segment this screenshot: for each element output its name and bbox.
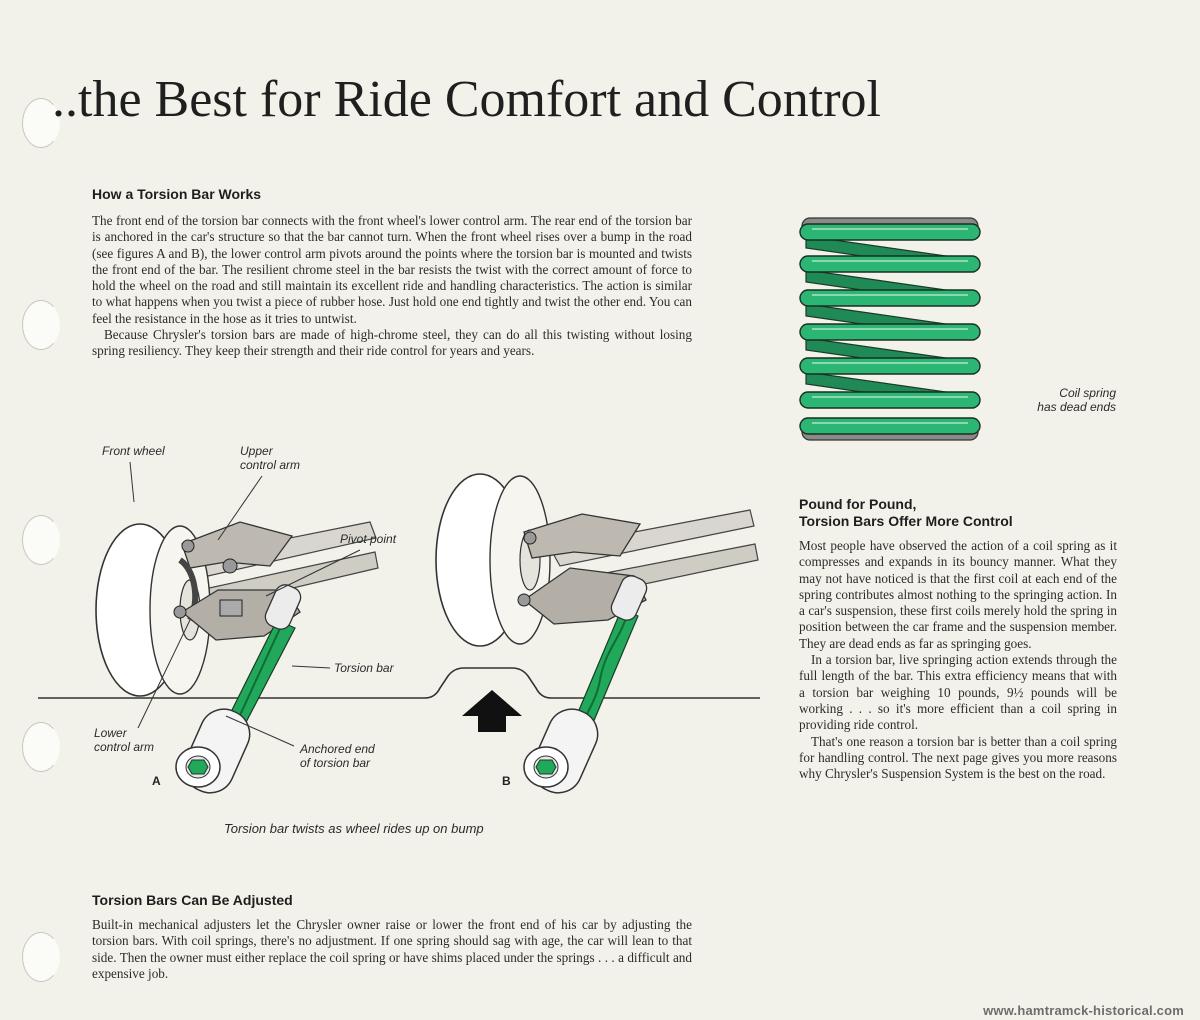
section-heading: Torsion Bars Offer More Control: [799, 513, 1013, 529]
binder-hole: [22, 515, 60, 565]
up-arrow-icon: [462, 690, 522, 732]
diagram-caption: Torsion bar twists as wheel rides up on …: [224, 821, 484, 836]
label-line: Lower: [94, 726, 127, 740]
paragraph: The front end of the torsion bar connect…: [92, 213, 692, 326]
label-torsion-bar: Torsion bar: [334, 661, 394, 675]
section-heading: How a Torsion Bar Works: [92, 186, 262, 202]
paragraph: Because Chrysler's torsion bars are made…: [92, 327, 692, 359]
paragraph: In a torsion bar, live springing action …: [799, 652, 1117, 733]
section-pound-for-pound: Pound for Pound, Torsion Bars Offer More…: [799, 496, 1117, 782]
label-line: of torsion bar: [300, 756, 371, 770]
coil-spring-illustration: [799, 217, 981, 441]
binder-hole: [22, 722, 60, 772]
section-heading: Torsion Bars Can Be Adjusted: [92, 892, 293, 908]
section-heading: Pound for Pound,: [799, 496, 917, 512]
label-line: Anchored end: [300, 742, 375, 756]
label-line: control arm: [94, 740, 155, 754]
paragraph: Most people have observed the action of …: [799, 538, 1117, 651]
torsion-bar-diagram: [38, 461, 760, 794]
coil-spring-caption: Coil spring has dead ends: [1024, 386, 1116, 414]
label-line: control arm: [240, 458, 301, 472]
figure-a: [95, 461, 379, 794]
label-front-wheel: Front wheel: [102, 444, 165, 458]
label-pivot-point: Pivot point: [340, 532, 397, 546]
binder-hole: [22, 300, 60, 350]
caption-line: Coil spring: [1059, 386, 1116, 400]
binder-hole: [22, 98, 60, 148]
page-title: ..the Best for Ride Comfort and Control: [52, 71, 882, 128]
caption-line: has dead ends: [1037, 400, 1116, 414]
figure-label-a: A: [152, 774, 161, 788]
label-upper-arm: Upper control arm: [240, 444, 300, 472]
binder-hole: [22, 932, 60, 982]
label-lower-arm: Lower control arm: [94, 726, 154, 754]
road-line: [38, 667, 760, 699]
footer-url: www.hamtramck-historical.com: [983, 1003, 1184, 1018]
section-adjustable: Torsion Bars Can Be Adjusted Built-in me…: [92, 892, 692, 982]
paragraph: That's one reason a torsion bar is bette…: [799, 733, 1117, 782]
section-how-torsion-works: How a Torsion Bar Works The front end of…: [92, 186, 692, 360]
figure-b: [435, 473, 759, 794]
label-line: Upper: [240, 444, 273, 458]
figure-label-b: B: [502, 774, 511, 788]
label-anchored-end: Anchored end of torsion bar: [300, 742, 375, 770]
paragraph: Built-in mechanical adjusters let the Ch…: [92, 917, 692, 981]
